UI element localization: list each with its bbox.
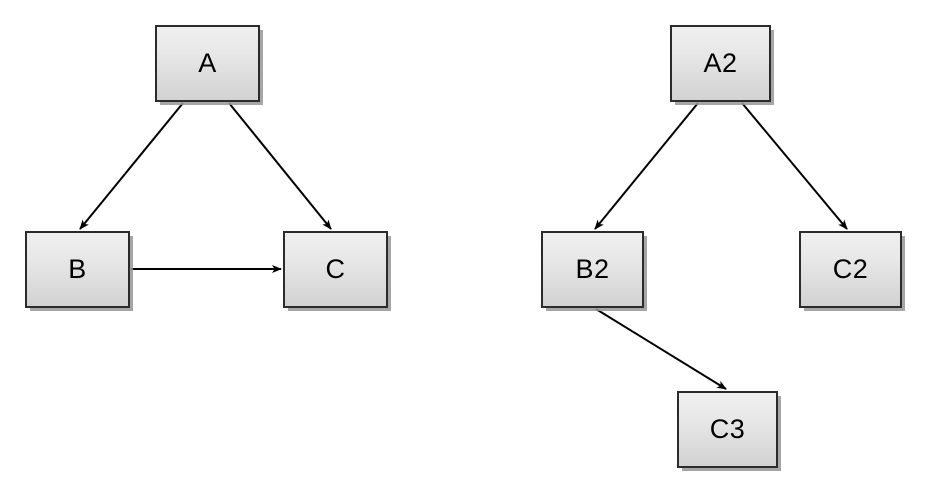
node-label-c3: C3 bbox=[709, 414, 746, 444]
node-a[interactable]: A bbox=[155, 25, 260, 102]
edge-a-to-c bbox=[228, 102, 332, 230]
node-c3[interactable]: C3 bbox=[677, 391, 778, 468]
node-c2[interactable]: C2 bbox=[799, 231, 902, 308]
node-label-b2: B2 bbox=[575, 254, 610, 284]
edge-a-to-b bbox=[79, 102, 184, 230]
node-label-c2: C2 bbox=[832, 254, 869, 284]
node-label-a: A bbox=[198, 48, 217, 78]
node-b[interactable]: B bbox=[25, 231, 130, 308]
edge-a2-to-c2 bbox=[741, 102, 848, 230]
node-c[interactable]: C bbox=[283, 231, 388, 308]
node-b2[interactable]: B2 bbox=[541, 231, 644, 308]
edge-a2-to-b2 bbox=[594, 102, 699, 230]
node-label-c: C bbox=[325, 254, 346, 284]
node-label-b: B bbox=[68, 254, 87, 284]
node-label-a2: A2 bbox=[703, 48, 738, 78]
edge-b2-to-c3 bbox=[595, 308, 727, 390]
node-a2[interactable]: A2 bbox=[670, 25, 771, 102]
